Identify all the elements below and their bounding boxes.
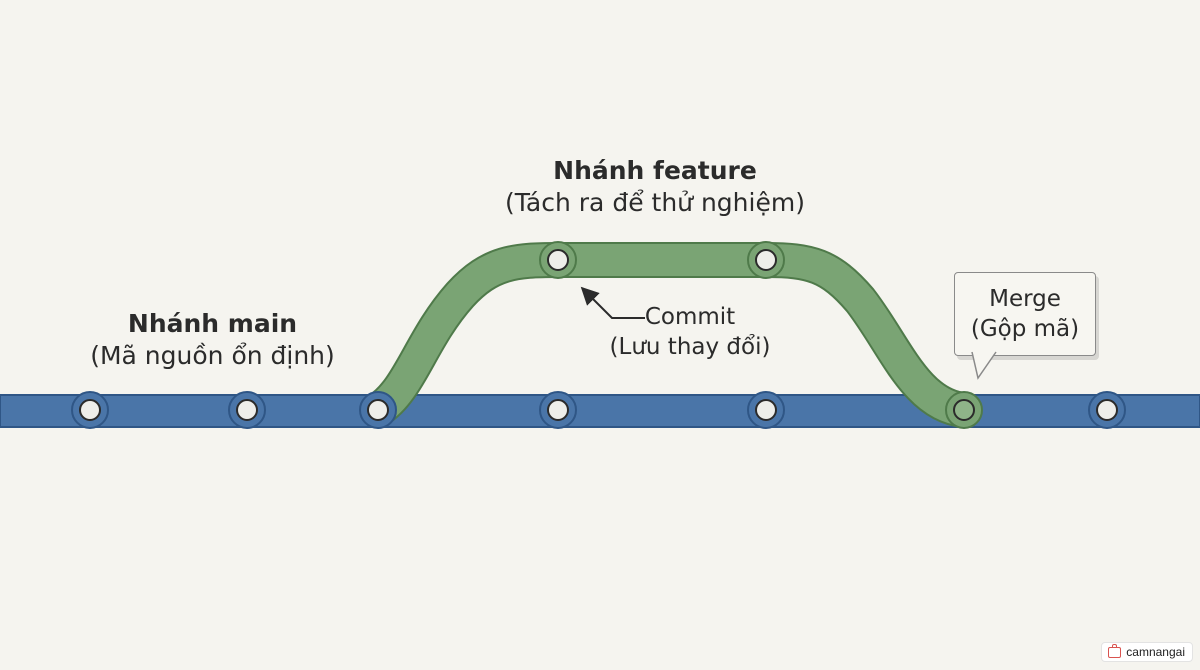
merge-callout-tail [971,349,997,380]
watermark-text: camnangai [1126,645,1185,659]
feature-branch-title: Nhánh feature [553,156,757,185]
toolbox-icon [1108,643,1122,658]
merge-commit [945,391,983,429]
feature-commit [539,241,577,279]
feature-branch-label: Nhánh feature (Tách ra để thử nghiệm) [470,155,840,219]
commit-annotation-title: Commit [644,304,736,330]
commit-annotation: Commit (Lưu thay đổi) [600,302,780,362]
watermark-logo: camnangai [1101,642,1193,662]
main-commit [228,391,266,429]
merge-callout-title: Merge [989,286,1061,312]
commit-annotation-subtitle: (Lưu thay đổi) [609,334,771,360]
main-commit [1088,391,1126,429]
main-branch-title: Nhánh main [127,309,298,338]
main-branch-label: Nhánh main (Mã nguồn ổn định) [70,308,355,372]
main-commit [359,391,397,429]
main-commit [747,391,785,429]
merge-callout: Merge (Gộp mã) [954,272,1096,356]
main-branch-subtitle: (Mã nguồn ổn định) [90,341,335,370]
commit-arrow [580,286,645,319]
main-branch-line [0,394,1200,428]
main-commit [539,391,577,429]
feature-commit [747,241,785,279]
main-commit [71,391,109,429]
merge-callout-subtitle: (Gộp mã) [970,316,1080,342]
feature-branch-subtitle: (Tách ra để thử nghiệm) [505,188,805,217]
